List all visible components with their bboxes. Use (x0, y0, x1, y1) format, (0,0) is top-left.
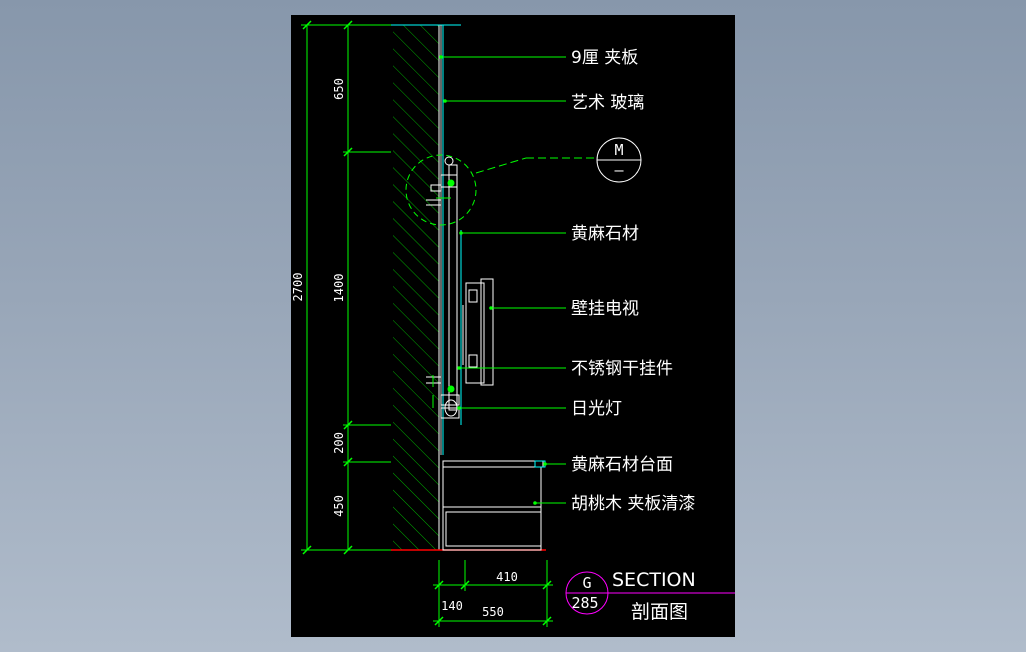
dim-middle: 1400 (332, 274, 346, 303)
section-sheet: 285 (571, 594, 598, 612)
section-subtitle: 剖面图 (631, 601, 688, 623)
label-lamp: 日光灯 (571, 399, 622, 419)
leader-lines (441, 56, 596, 504)
detail-circle (405, 154, 477, 226)
label-plywood: 9厘 夹板 (571, 48, 638, 68)
detail-bubble-bottom: — (614, 161, 624, 179)
dim-upper: 650 (332, 78, 346, 100)
label-walnut: 胡桃木 夹板清漆 (571, 494, 695, 514)
dim-lower-a: 200 (332, 432, 346, 454)
dim-lower-b: 450 (332, 495, 346, 517)
drawing-canvas: 2700 650 1400 200 450 410 140 550 (291, 15, 735, 637)
label-art-glass: 艺术 玻璃 (571, 93, 644, 113)
dim-total-height: 2700 (291, 273, 305, 302)
counter-cabinet (442, 460, 544, 551)
section-drawing: 2700 650 1400 200 450 410 140 550 (291, 20, 735, 627)
lower-bracket (426, 376, 460, 419)
section-letter: G (582, 574, 591, 592)
wall-tv (462, 278, 494, 386)
label-tv: 壁挂电视 (571, 299, 639, 319)
dim-depth-total: 550 (482, 605, 504, 619)
wall-hatch (393, 25, 439, 550)
stone-panel (448, 164, 458, 411)
label-stone: 黄麻石材 (571, 224, 639, 244)
detail-bubble-top: M (614, 141, 623, 159)
dim-depth-a: 410 (496, 570, 518, 584)
upper-bracket (426, 156, 458, 206)
label-hanger: 不锈钢干挂件 (571, 359, 673, 379)
section-title: SECTION (612, 569, 696, 591)
section-title-block: G 285 SECTION 剖面图 (565, 569, 735, 623)
detail-bubble: M — (596, 137, 642, 183)
vertical-dimensions (301, 24, 391, 551)
horizontal-dimensions (433, 560, 553, 627)
label-countertop: 黄麻石材台面 (571, 455, 673, 475)
dim-depth-b: 140 (441, 599, 463, 613)
